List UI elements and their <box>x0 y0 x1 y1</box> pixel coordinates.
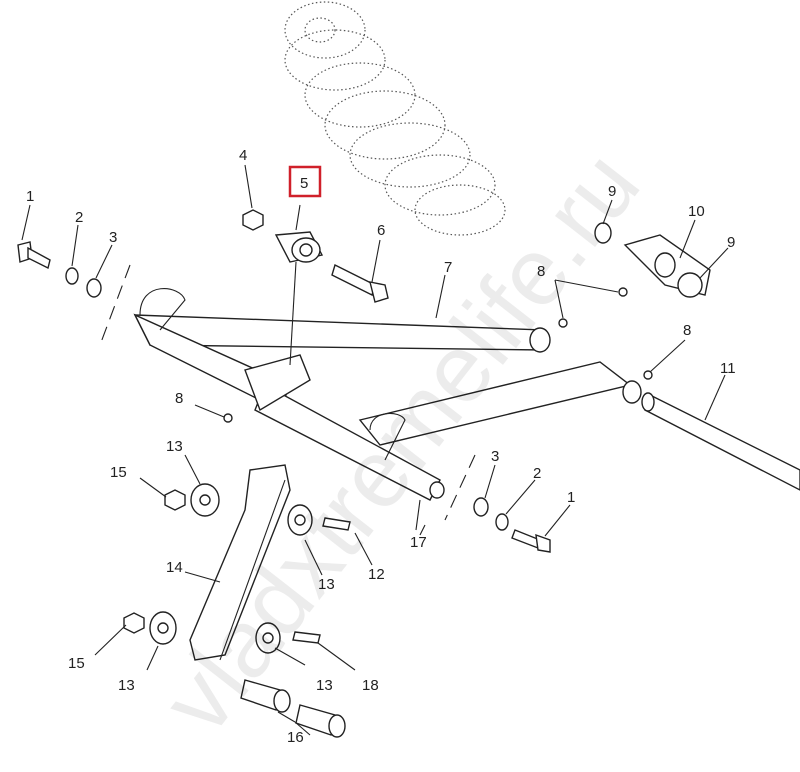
callout-1[interactable]: 1 <box>26 188 34 205</box>
callout-16[interactable]: 16 <box>287 729 304 746</box>
cross-shaft <box>641 392 800 491</box>
shock-spring-ghost <box>284 1 506 236</box>
callout-11[interactable]: 11 <box>720 360 736 377</box>
callout-13[interactable]: 13 <box>166 438 183 455</box>
link-part-14 <box>189 464 291 661</box>
lower-a-arm <box>244 354 642 501</box>
bracket-part-10 <box>623 234 711 298</box>
callout-1[interactable]: 1 <box>567 489 575 506</box>
callout-10[interactable]: 10 <box>688 203 705 220</box>
callout-13[interactable]: 13 <box>316 677 333 694</box>
callout-15[interactable]: 15 <box>110 464 127 481</box>
nut-part-4 <box>242 209 264 231</box>
nut-part-15b <box>123 612 145 634</box>
callout-13[interactable]: 13 <box>118 677 135 694</box>
callout-4[interactable]: 4 <box>239 147 247 164</box>
callout-9[interactable]: 9 <box>727 234 735 251</box>
bolt-part-1-right <box>511 529 551 553</box>
callout-2[interactable]: 2 <box>75 209 83 226</box>
washers <box>65 222 612 654</box>
callout-6[interactable]: 6 <box>377 222 385 239</box>
callout-3[interactable]: 3 <box>109 229 117 246</box>
callout-8[interactable]: 8 <box>537 263 545 280</box>
callout-3[interactable]: 3 <box>491 448 499 465</box>
callout-7[interactable]: 7 <box>444 259 452 276</box>
callout-18[interactable]: 18 <box>362 677 379 694</box>
nut-part-15a <box>164 489 186 511</box>
callout-17[interactable]: 17 <box>410 534 427 551</box>
watermark: vladxtremelife.ru <box>142 132 660 753</box>
callout-8[interactable]: 8 <box>175 390 183 407</box>
callout-14[interactable]: 14 <box>166 559 183 576</box>
callout-2[interactable]: 2 <box>533 465 541 482</box>
bushing-part-5 <box>274 231 324 263</box>
callout-12[interactable]: 12 <box>368 566 385 583</box>
callout-8[interactable]: 8 <box>683 322 691 339</box>
callout-labels: 1 2 3 4 5 6 7 8 8 8 9 9 10 11 13 15 3 2 … <box>26 147 736 746</box>
bushings-part-16 <box>240 679 346 738</box>
callout-9[interactable]: 9 <box>608 183 616 200</box>
bolt-part-6 <box>331 264 389 303</box>
callout-5[interactable]: 5 <box>300 175 308 192</box>
callout-13[interactable]: 13 <box>318 576 335 593</box>
grease-fittings <box>223 287 653 423</box>
highlight-box <box>288 165 322 198</box>
pin-part-12 <box>322 517 351 531</box>
callout-15[interactable]: 15 <box>68 655 85 672</box>
bolt-part-1-left <box>17 241 51 270</box>
leader-lines <box>21 164 729 736</box>
